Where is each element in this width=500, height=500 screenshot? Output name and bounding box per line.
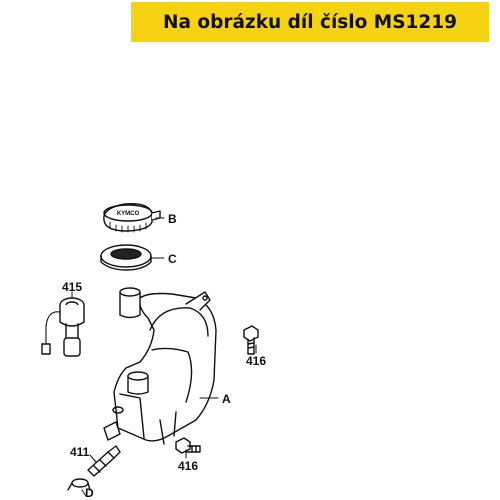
callout-b: B (168, 212, 177, 226)
hose-clamp-part-d (67, 478, 91, 491)
bolt-416-upper (243, 325, 259, 355)
leader-lines (71, 217, 257, 497)
callout-c: C (168, 252, 177, 266)
level-sensor-415 (41, 297, 85, 357)
callout-416-lower: 416 (178, 459, 198, 473)
callout-411: 411 (70, 445, 90, 459)
callout-a: A (222, 392, 231, 406)
callout-d: D (85, 486, 94, 500)
banner-caption: Na obrázku díl číslo MS1219 (162, 11, 458, 33)
hose-fitting-411 (87, 445, 121, 477)
cap-marking-text: KYMCO (117, 211, 140, 217)
part-number-banner: Na obrázku díl číslo MS1219 (131, 2, 489, 42)
gasket-part-c (100, 244, 152, 271)
callout-415: 415 (62, 280, 82, 294)
filler-cap-part-b: KYMCO (103, 203, 161, 233)
reservoir-tank-part-a (103, 287, 217, 445)
bolt-416-lower (175, 437, 201, 454)
callout-416-upper: 416 (246, 354, 266, 368)
